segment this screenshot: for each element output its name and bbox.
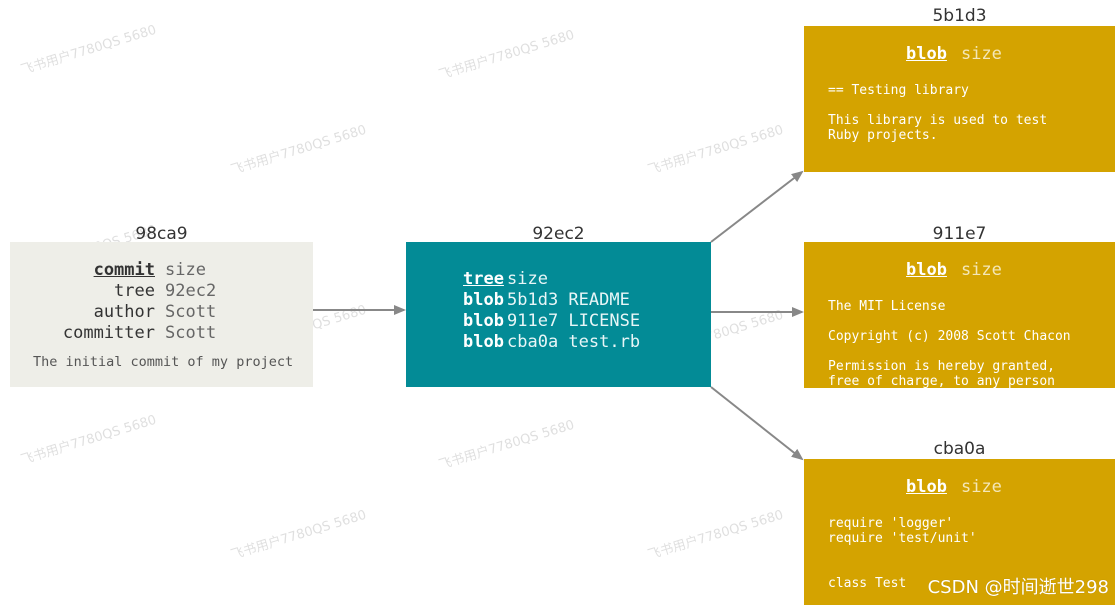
blob-id-label: 911e7 bbox=[932, 224, 987, 244]
commit-value: Scott bbox=[165, 302, 217, 322]
blob-line: class Test bbox=[828, 576, 907, 591]
blob-line: The MIT License bbox=[828, 299, 946, 314]
commit-message: The initial commit of my project bbox=[33, 354, 294, 370]
blob-kind: blob bbox=[906, 260, 947, 280]
blob-line: free of charge, to any person bbox=[828, 374, 1055, 388]
commit-key: commit bbox=[93, 260, 155, 280]
csdn-watermark: CSDN @时间逝世298 bbox=[927, 577, 1109, 598]
blob-header: blob size bbox=[906, 260, 1002, 280]
tree-entry-type: blob bbox=[463, 311, 504, 331]
commit-object: commit size tree 92ec2 author Scott comm… bbox=[10, 242, 313, 387]
tree-entry-text: size bbox=[507, 269, 548, 289]
blob-object: blob size The MIT License Copyright (c) 2… bbox=[804, 242, 1115, 388]
tree-id-label: 92ec2 bbox=[532, 224, 585, 244]
blob-object: blob size == Testing library This library… bbox=[804, 26, 1115, 172]
commit-id-label: 98ca9 bbox=[135, 224, 188, 244]
tree-entry-text: cba0a test.rb bbox=[507, 332, 641, 352]
blob-line: require 'logger' bbox=[828, 516, 954, 531]
blob-header: blob size bbox=[906, 44, 1002, 64]
blob-size: size bbox=[960, 44, 1002, 64]
blob-line: Copyright (c) 2008 Scott Chacon bbox=[828, 329, 1071, 344]
arrow-tree-to-blob-cba0a bbox=[710, 386, 804, 461]
blob-id-label: cba0a bbox=[933, 439, 986, 459]
tree-entry-text: 911e7 LICENSE bbox=[507, 311, 641, 331]
blob-object: blob size require 'logger' require 'test/… bbox=[804, 459, 1115, 605]
commit-value: 92ec2 bbox=[165, 281, 217, 301]
blob-size: size bbox=[960, 477, 1002, 497]
arrow-tree-to-blob-5b1d3 bbox=[710, 170, 804, 243]
commit-value: Scott bbox=[165, 323, 217, 343]
commit-value: size bbox=[165, 260, 206, 280]
blob-id-label: 5b1d3 bbox=[932, 6, 987, 26]
blob-size: size bbox=[960, 260, 1002, 280]
commit-key: committer bbox=[62, 323, 155, 343]
tree-entry-type: blob bbox=[463, 332, 504, 352]
blob-kind: blob bbox=[906, 44, 947, 64]
blob-kind: blob bbox=[906, 477, 947, 497]
tree-entry-type: blob bbox=[463, 290, 504, 310]
blob-line: Permission is hereby granted, bbox=[828, 359, 1055, 374]
blob-line: Ruby projects. bbox=[828, 128, 938, 143]
tree-entry-text: 5b1d3 README bbox=[507, 290, 630, 310]
blob-line: require 'test/unit' bbox=[828, 531, 977, 546]
commit-key: tree bbox=[114, 281, 155, 301]
blob-line: This library is used to test bbox=[828, 113, 1048, 128]
commit-key: author bbox=[93, 302, 155, 322]
blob-line: == Testing library bbox=[828, 83, 969, 98]
blob-header: blob size bbox=[906, 477, 1002, 497]
tree-entry-type: tree bbox=[463, 269, 504, 289]
